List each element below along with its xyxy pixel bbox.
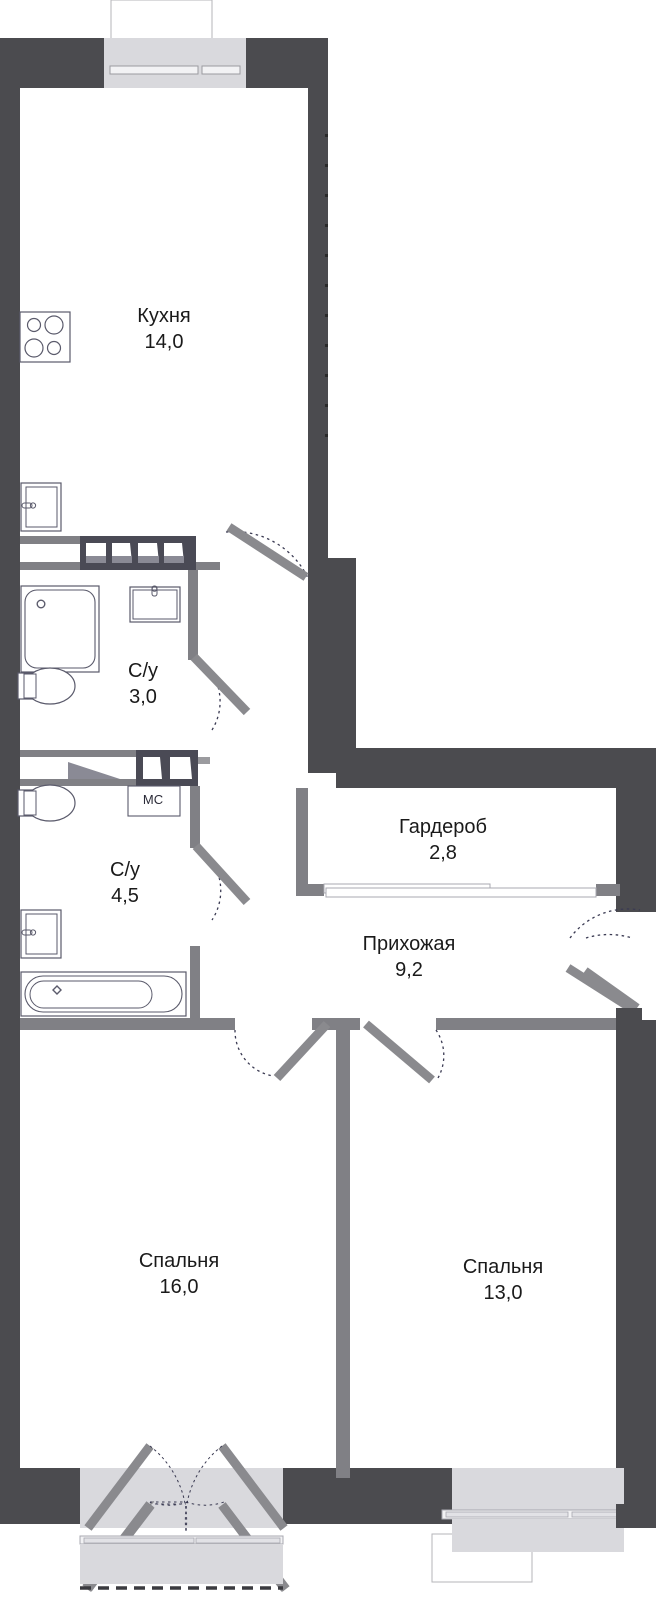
- kitchen-door[interactable]: [225, 523, 309, 581]
- bedroom1-balcony-swing: [84, 1443, 288, 1533]
- entrance-door[interactable]: [565, 908, 642, 1024]
- toilet-large-icon: [17, 784, 76, 822]
- stove-cooktop-icon: [19, 311, 71, 363]
- hall-walls: [296, 788, 620, 896]
- bedroom1-door[interactable]: [234, 1020, 331, 1082]
- ventilation-shaft-lower: [20, 750, 210, 786]
- washing-machine-icon: [127, 785, 181, 817]
- toilet-small-icon: [17, 667, 76, 705]
- washbasin-large-icon: [20, 909, 62, 959]
- bath-small-door[interactable]: [190, 653, 251, 731]
- ventilation-shaft-upper: [20, 536, 220, 570]
- bath-large-door[interactable]: [192, 842, 251, 921]
- shower-tray-icon: [20, 585, 100, 673]
- bedroom2-door[interactable]: [363, 1020, 445, 1084]
- bedroom2-window: [441, 1468, 635, 1552]
- kitchen-window: [104, 38, 246, 88]
- kitchen-wall-ticks: [325, 134, 328, 437]
- bathtub-icon: [20, 971, 187, 1017]
- wardrobe-sliding-door[interactable]: [323, 883, 597, 898]
- outer-walls: [0, 38, 656, 1524]
- kitchen-sink-icon: [20, 482, 62, 532]
- bath-small-walls: [188, 570, 198, 660]
- inner-walls: [20, 1018, 616, 1478]
- right-wall-corner: [616, 1504, 656, 1528]
- washbasin-small-icon: [129, 585, 181, 623]
